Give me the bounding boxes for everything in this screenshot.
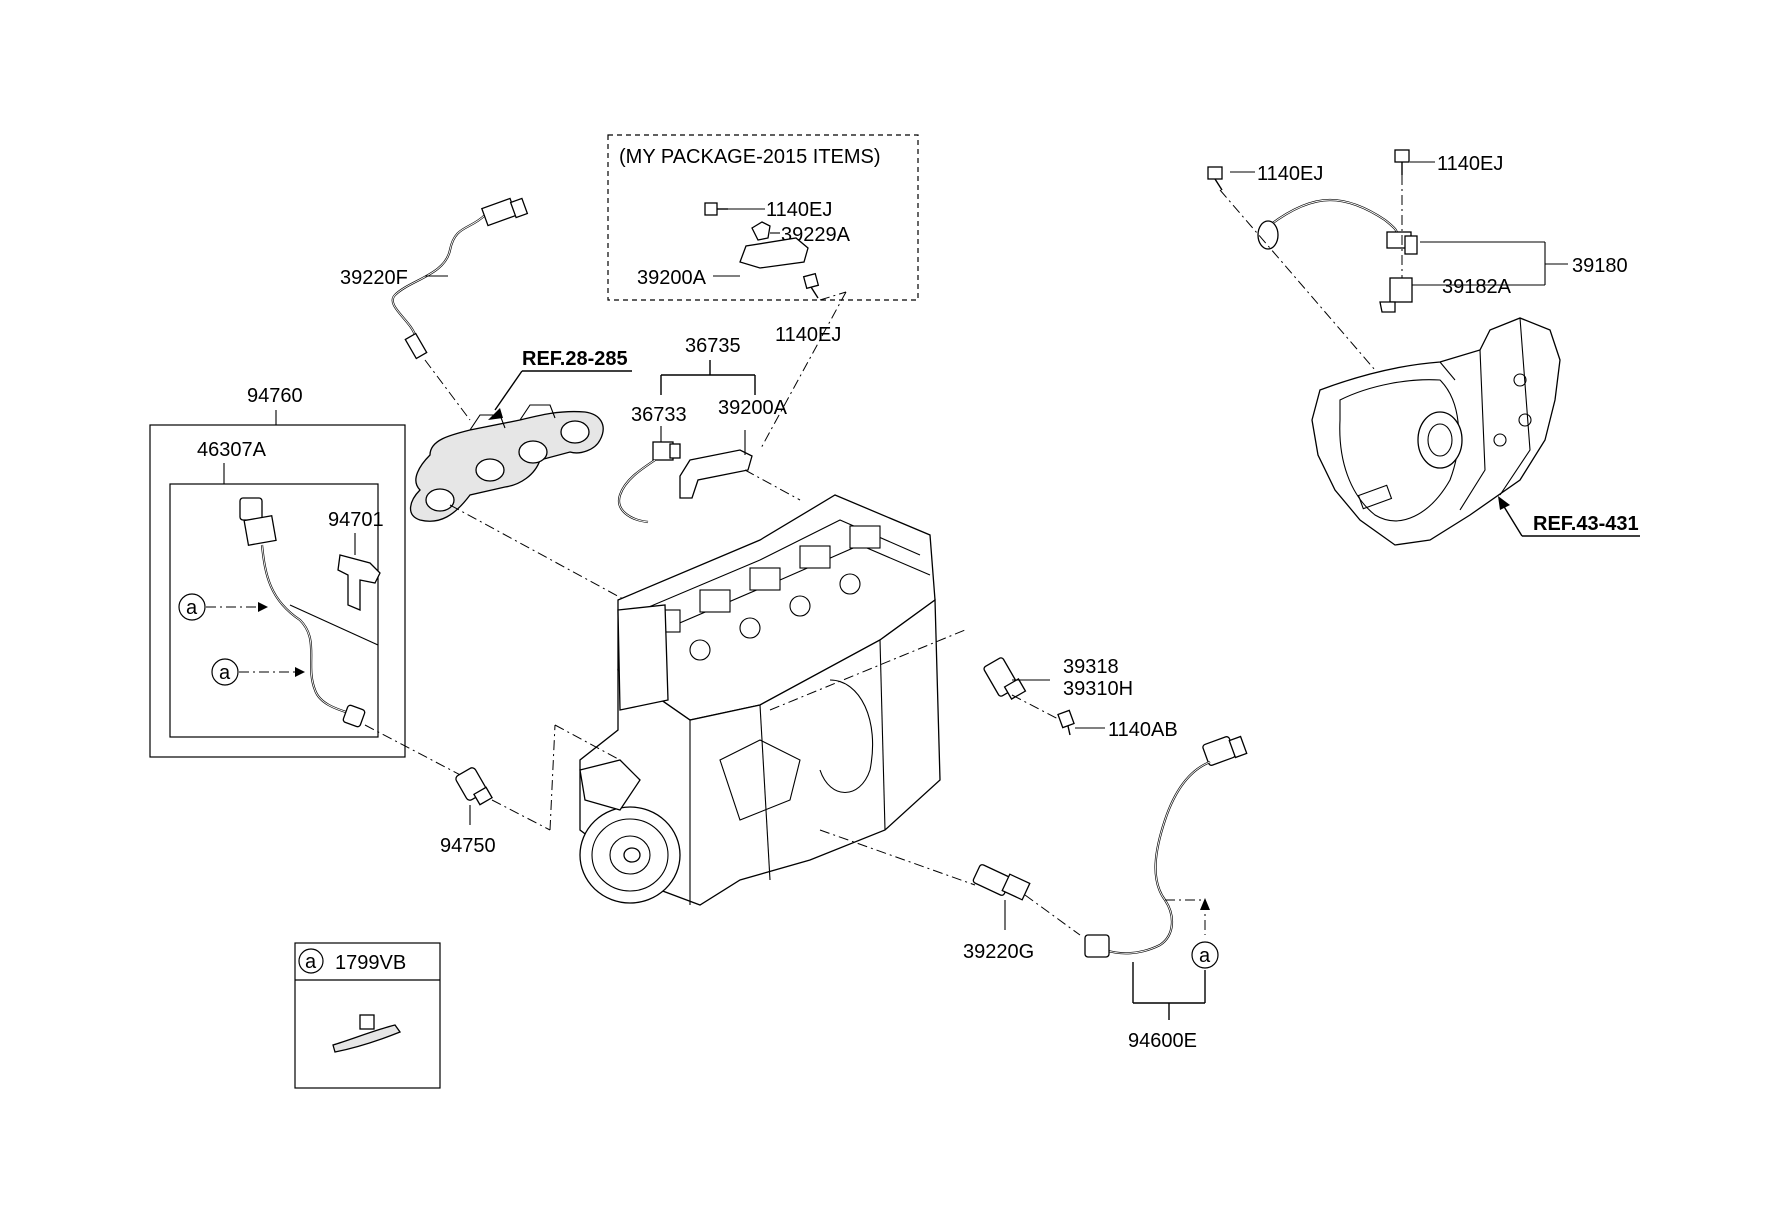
bracket-icon bbox=[679, 449, 753, 499]
sensor-39220g: 39220G bbox=[819, 829, 1081, 963]
detail-box-1799vb: a 1799VB bbox=[294, 942, 441, 1089]
sensor-94600e: a 94600E bbox=[1084, 735, 1248, 1052]
callout-a-3: a bbox=[1191, 941, 1219, 969]
callout-a-2: a bbox=[211, 658, 305, 686]
part-label-39220g: 39220G bbox=[963, 941, 1034, 963]
sensor-36733-group: 36735 36733 39200A 1140EJ bbox=[617, 272, 847, 524]
part-label-46307a: 46307A bbox=[197, 439, 267, 461]
clip-icon bbox=[1389, 277, 1413, 303]
cable-tie-icon bbox=[332, 1024, 402, 1053]
bracket-icon bbox=[739, 237, 809, 269]
crank-pulley bbox=[579, 806, 681, 904]
engine-block bbox=[579, 494, 941, 906]
part-label-36735: 36735 bbox=[685, 335, 741, 357]
callout-a-1: a bbox=[178, 593, 268, 621]
part-label-94750: 94750 bbox=[440, 835, 496, 857]
part-label-39310h: 39310H bbox=[1063, 678, 1133, 700]
part-label-1140ab: 1140AB bbox=[1108, 719, 1178, 741]
bolt-icon bbox=[1394, 149, 1410, 175]
part-label-36733: 36733 bbox=[631, 404, 687, 426]
part-label-1140ej-right1: 1140EJ bbox=[1257, 163, 1323, 185]
clip-icon bbox=[337, 554, 381, 611]
part-label-1140ej-right2: 1140EJ bbox=[1437, 153, 1503, 175]
part-label-94701: 94701 bbox=[328, 509, 384, 531]
package-title: (MY PACKAGE-2015 ITEMS) bbox=[619, 146, 881, 168]
callout-letter-a: a bbox=[186, 597, 198, 619]
group-94760: 94760 46307A a a 94701 bbox=[149, 385, 406, 758]
bolt-icon bbox=[802, 272, 820, 299]
part-label-1140ej-mid: 1140EJ bbox=[775, 324, 841, 346]
my-package-2015-box: (MY PACKAGE-2015 ITEMS) 1140EJ 39229A 39… bbox=[607, 134, 919, 301]
part-label-39200a-package: 39200A bbox=[637, 267, 707, 289]
ref-label-28-285: REF.28-285 bbox=[522, 348, 628, 370]
part-label-39182a: 39182A bbox=[1442, 276, 1512, 298]
part-label-39220f: 39220F bbox=[340, 267, 408, 289]
speed-sensor-icon bbox=[1257, 220, 1279, 250]
callout-letter-a: a bbox=[305, 951, 317, 973]
bolt-icon bbox=[704, 202, 728, 216]
ref-label-43-431: REF.43-431 bbox=[1533, 513, 1639, 535]
sensor-39220f: 39220F bbox=[340, 197, 529, 421]
sensor-plug-icon bbox=[1084, 934, 1110, 958]
callout-letter-a: a bbox=[219, 662, 231, 684]
exhaust-manifold: REF.28-285 bbox=[409, 348, 632, 601]
part-label-1140ej-package: 1140EJ bbox=[766, 199, 832, 221]
callout-letter-a: a bbox=[1199, 945, 1211, 967]
bolt-icon bbox=[1057, 709, 1075, 736]
part-label-39318: 39318 bbox=[1063, 656, 1119, 678]
part-label-1799vb: 1799VB bbox=[335, 952, 406, 974]
part-label-94760: 94760 bbox=[247, 385, 303, 407]
part-label-39180: 39180 bbox=[1572, 255, 1628, 277]
sensor-94750: 94750 bbox=[364, 724, 621, 857]
transmission-group: 1140EJ 1140EJ 39182A 39180 bbox=[1207, 149, 1640, 546]
sensor-tip-icon bbox=[404, 332, 428, 360]
sensor-plug-icon bbox=[342, 704, 366, 728]
sensor-39310h: 39318 39310H 1140AB bbox=[769, 629, 1178, 741]
part-label-39200a: 39200A bbox=[718, 397, 788, 419]
part-label-94600e: 94600E bbox=[1128, 1030, 1197, 1052]
clip-icon bbox=[751, 221, 771, 241]
connector-icon bbox=[239, 497, 263, 521]
bolt-icon bbox=[1207, 166, 1223, 191]
